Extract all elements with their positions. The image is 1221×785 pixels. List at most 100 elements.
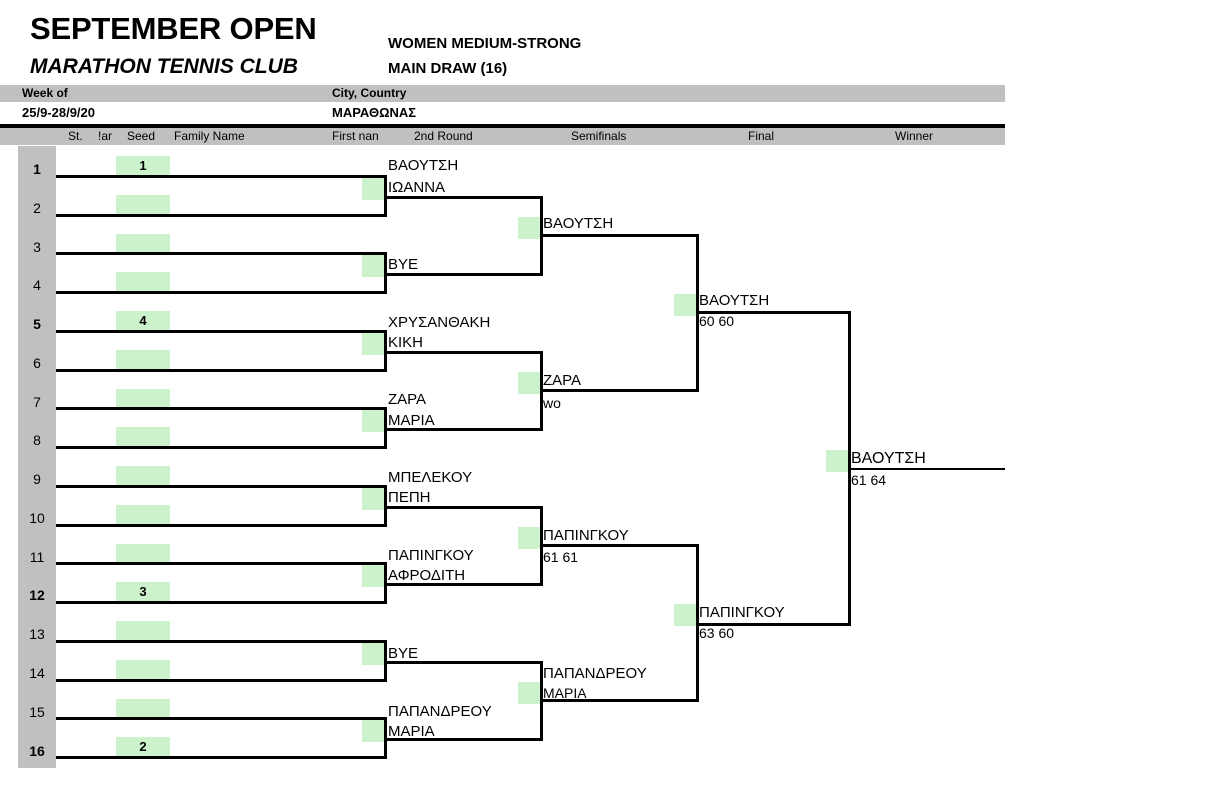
- r2-line-5: [384, 506, 542, 509]
- r2-junction-7: [362, 643, 384, 665]
- seed-cell-1[interactable]: 1: [116, 156, 170, 175]
- final-line-1: [696, 311, 850, 314]
- sf-line-2: [540, 389, 698, 392]
- row-number-9: 9: [33, 471, 41, 487]
- winner-name: ΒΑΟΥΤΣΗ: [851, 450, 926, 467]
- club-name: MARATHON TENNIS CLUB: [30, 55, 298, 78]
- seed-cell-3[interactable]: [116, 234, 170, 253]
- sf-slot-2-score: wo: [543, 395, 561, 411]
- r2-junction-6: [362, 565, 384, 587]
- r2-slot-1-first: ΙΩΑΝΝΑ: [388, 179, 446, 196]
- r1-line-1: [56, 175, 387, 178]
- column-header-semifinals: Semifinals: [571, 129, 627, 143]
- seed-cell-2[interactable]: [116, 195, 170, 214]
- seed-cell-13[interactable]: [116, 621, 170, 640]
- header-divider-rule: [0, 124, 1005, 128]
- column-header-nat: !ar: [98, 129, 113, 143]
- r2-junction-3: [362, 333, 384, 355]
- seed-cell-5[interactable]: 4: [116, 311, 170, 330]
- row-number-16: 16: [29, 743, 45, 759]
- r1-line-12: [56, 601, 387, 604]
- column-header-seed: Seed: [127, 129, 156, 143]
- r1-line-3: [56, 252, 387, 255]
- row-number-gutter: [18, 146, 56, 768]
- r2-junction-5: [362, 488, 384, 510]
- seed-cell-7[interactable]: [116, 389, 170, 408]
- r1-line-14: [56, 679, 387, 682]
- r2-slot-7-first: BYE: [388, 645, 419, 662]
- r1-line-13: [56, 640, 387, 643]
- r2-slot-3-family: ΧΡΥΣΑΝΘΑΚΗ: [388, 314, 491, 331]
- r1-line-9: [56, 485, 387, 488]
- city-country-value: ΜΑΡΑΘΩΝΑΣ: [332, 105, 417, 120]
- column-header-winner: Winner: [895, 129, 934, 143]
- r1-line-16: [56, 756, 387, 759]
- row-number-6: 6: [33, 355, 41, 371]
- sf-slot-4-name: ΠΑΠΑΝΔΡΕΟΥ: [543, 665, 647, 682]
- row-number-11: 11: [29, 549, 45, 565]
- r2-slot-5-first: ΠΕΠΗ: [388, 489, 431, 506]
- sf-junction-3: [518, 527, 540, 549]
- r2-line-4: [384, 428, 542, 431]
- r2-slot-1-family: ΒΑΟΥΤΣΗ: [388, 157, 459, 174]
- week-of-value: 25/9-28/9/20: [22, 105, 96, 120]
- sf-slot-3-score: 61 61: [543, 549, 579, 565]
- r2-slot-4-first: ΜΑΡΙΑ: [388, 412, 435, 429]
- week-of-bar: [0, 85, 1005, 102]
- row-number-8: 8: [33, 432, 41, 448]
- r2-line-3: [384, 351, 542, 354]
- sf-line-1: [540, 234, 698, 237]
- seed-cell-15[interactable]: [116, 699, 170, 718]
- r2-line-7: [384, 661, 542, 664]
- row-number-14: 14: [29, 665, 45, 681]
- column-header-family-name: Family Name: [174, 129, 245, 143]
- draw-type: MAIN DRAW (16): [388, 60, 508, 77]
- r2-line-8: [384, 738, 542, 741]
- row-number-1: 1: [33, 161, 41, 177]
- column-header-st: St.: [68, 129, 83, 143]
- r2-slot-8-family: ΠΑΠΑΝΔΡΕΟΥ: [388, 703, 492, 720]
- seed-cell-9[interactable]: [116, 466, 170, 485]
- column-header-2nd-round: 2nd Round: [414, 129, 473, 143]
- column-header-final: Final: [748, 129, 775, 143]
- seed-cell-4[interactable]: [116, 272, 170, 291]
- r1-line-15: [56, 717, 387, 720]
- r1-line-8: [56, 446, 387, 449]
- week-of-label: Week of: [22, 86, 68, 100]
- seed-cell-12[interactable]: 3: [116, 582, 170, 601]
- seed-cell-6[interactable]: [116, 350, 170, 369]
- final-slot-1-name: ΒΑΟΥΤΣΗ: [699, 292, 770, 309]
- row-number-10: 10: [29, 510, 45, 526]
- final-slot-1-score: 60 60: [699, 313, 735, 329]
- final-junction-1: [674, 294, 696, 316]
- r1-line-2: [56, 214, 387, 217]
- row-number-5: 5: [33, 316, 41, 332]
- seed-cell-10[interactable]: [116, 505, 170, 524]
- r2-slot-8-first: ΜΑΡΙΑ: [388, 723, 435, 740]
- row-number-12: 12: [29, 587, 45, 603]
- draw-category: WOMEN MEDIUM-STRONG: [388, 35, 582, 52]
- winner-score: 61 64: [851, 472, 887, 488]
- r2-line-1: [384, 196, 542, 199]
- r2-slot-3-first: ΚΙΚΗ: [388, 334, 424, 351]
- seed-cell-14[interactable]: [116, 660, 170, 679]
- row-number-3: 3: [33, 239, 41, 255]
- row-number-15: 15: [29, 704, 45, 720]
- r2-junction-4: [362, 410, 384, 432]
- r2-slot-4-family: ΖΑΡΑ: [388, 391, 427, 408]
- r1-line-5: [56, 330, 387, 333]
- seed-cell-11[interactable]: [116, 544, 170, 563]
- sf-junction-1: [518, 217, 540, 239]
- r1-line-4: [56, 291, 387, 294]
- r1-line-11: [56, 562, 387, 565]
- sf-line-4: [540, 699, 698, 702]
- seed-cell-16[interactable]: 2: [116, 737, 170, 756]
- row-number-2: 2: [33, 200, 41, 216]
- r1-line-7: [56, 407, 387, 410]
- dates-bar: [0, 102, 1005, 122]
- final-slot-2-score: 63 60: [699, 625, 735, 641]
- seed-cell-8[interactable]: [116, 427, 170, 446]
- column-header-first-name: First nan: [332, 129, 379, 143]
- winner-junction: [826, 450, 848, 472]
